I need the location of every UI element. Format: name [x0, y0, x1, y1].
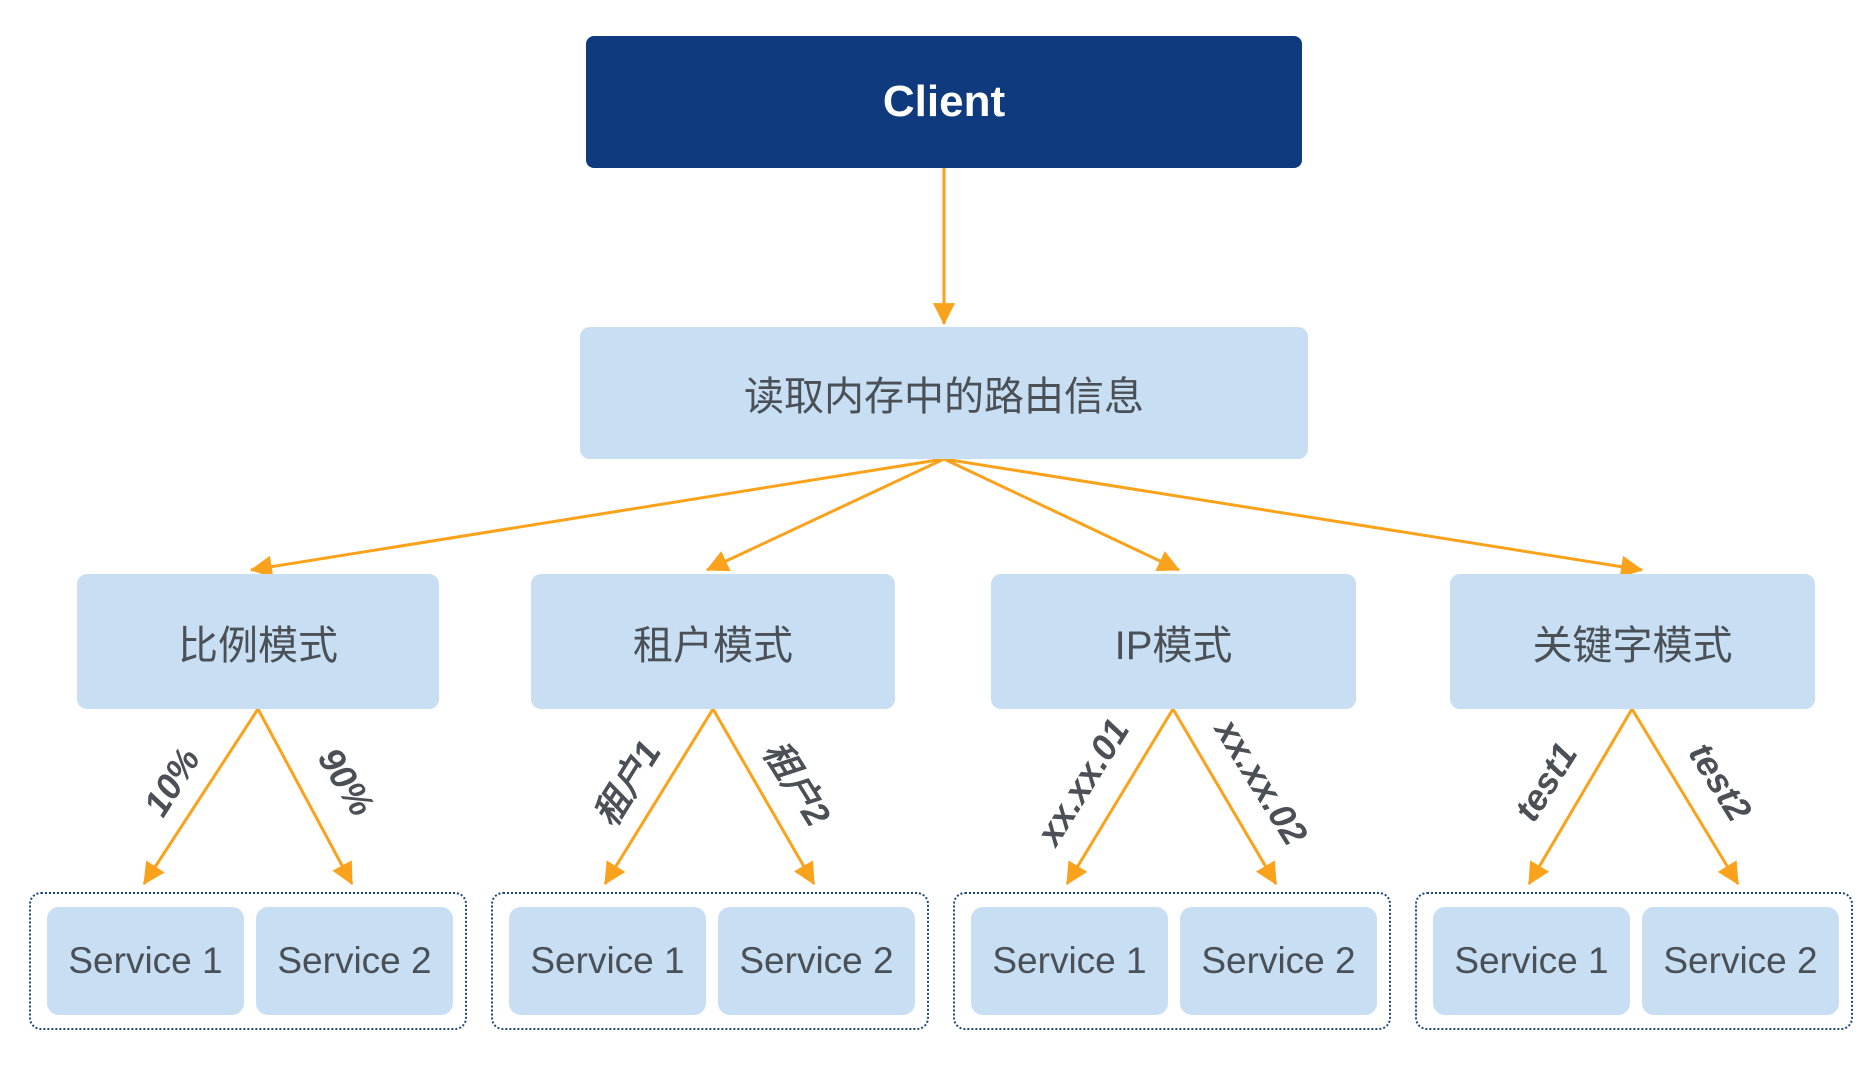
arrow-router-to-tenant-mode — [706, 457, 945, 572]
mode-node-tenant: 租户模式 — [531, 574, 895, 709]
edge-label-tenant-left: 租户1 — [585, 733, 669, 834]
edge-label-tenant-right: 租户2 — [755, 733, 839, 834]
edge-label-percentage-left: 10% — [135, 740, 209, 824]
service-group-percentage: Service 1 Service 2 — [29, 892, 467, 1030]
service-group-keyword: Service 1 Service 2 — [1415, 892, 1853, 1030]
service-1-node: Service 1 — [509, 907, 706, 1015]
arrow-router-to-ip-mode — [943, 457, 1180, 572]
service-group-ip: Service 1 Service 2 — [953, 892, 1391, 1030]
service-2-node: Service 2 — [718, 907, 915, 1015]
mode-node-percentage: 比例模式 — [77, 574, 439, 709]
edge-label-percentage-right: 90% — [309, 740, 383, 824]
edge-label-keyword-left: test1 — [1505, 735, 1586, 829]
mode-node-ip: IP模式 — [991, 574, 1356, 709]
edge-label-keyword-right: test2 — [1680, 735, 1761, 829]
service-group-tenant: Service 1 Service 2 — [491, 892, 929, 1030]
service-1-node: Service 1 — [47, 907, 244, 1015]
client-node: Client — [586, 36, 1302, 168]
mode-node-keyword: 关键字模式 — [1450, 574, 1815, 709]
service-2-node: Service 2 — [256, 907, 453, 1015]
arrow-router-to-percentage-mode — [249, 457, 945, 578]
router-node: 读取内存中的路由信息 — [580, 327, 1308, 459]
service-1-node: Service 1 — [1433, 907, 1630, 1015]
service-2-node: Service 2 — [1642, 907, 1839, 1015]
service-2-node: Service 2 — [1180, 907, 1377, 1015]
edge-label-ip-right: xx.xx.02 — [1206, 711, 1316, 853]
arrow-router-to-keyword-mode — [943, 457, 1644, 578]
edge-label-ip-left: xx.xx.01 — [1028, 711, 1138, 853]
service-1-node: Service 1 — [971, 907, 1168, 1015]
